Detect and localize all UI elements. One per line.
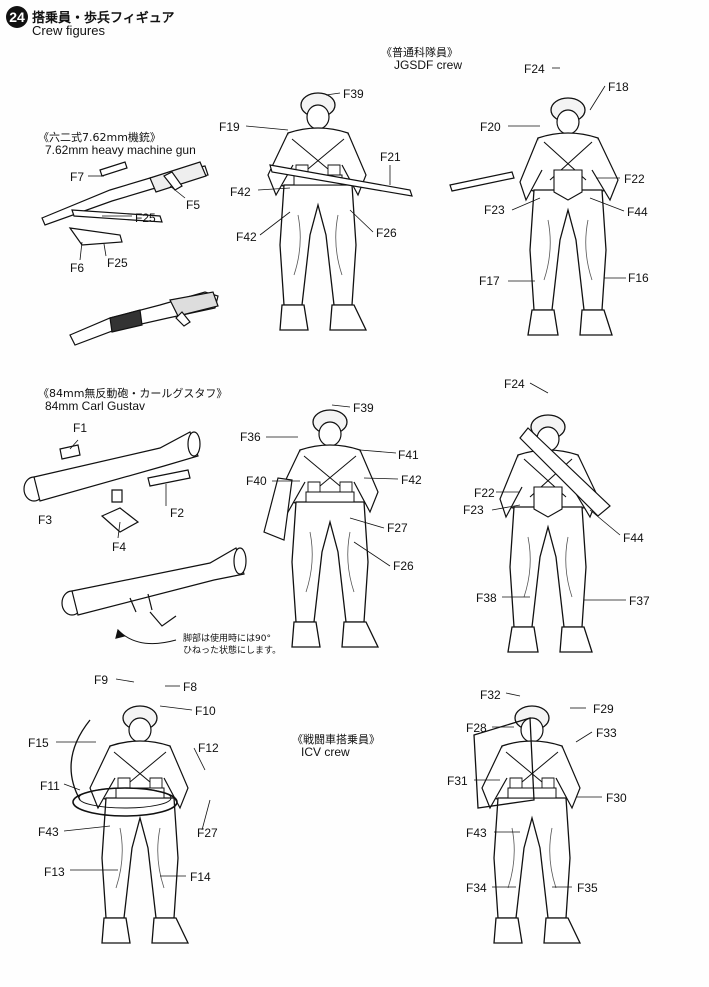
part-label: F37 [629, 594, 650, 608]
part-label: F42 [236, 230, 257, 244]
part-label: F24 [504, 377, 525, 391]
part-label: F6 [70, 261, 85, 275]
machine-gun-assembled-drawing [69, 291, 219, 346]
part-label: F11 [40, 779, 60, 793]
section-title-icv-jp: 《戦闘車搭乗員》 [292, 733, 380, 746]
leader-lines [56, 67, 626, 888]
hatch-back-drawing [473, 717, 535, 809]
rifle-1-drawing [269, 164, 413, 197]
part-label: F20 [480, 120, 501, 134]
part-label: F9 [94, 673, 109, 687]
part-label: F42 [230, 185, 251, 199]
part-label: F24 [524, 62, 545, 76]
part-label: F10 [195, 704, 216, 718]
part-label: F34 [466, 881, 487, 895]
part-label: F19 [219, 120, 240, 134]
part-label: F26 [376, 226, 397, 240]
part-label: F29 [593, 702, 614, 716]
part-label: F7 [70, 170, 85, 184]
rifle-2-drawing [449, 171, 515, 192]
part-label: F30 [606, 791, 627, 805]
part-label: F27 [197, 826, 218, 840]
part-label: F25 [107, 256, 128, 270]
part-label: F44 [623, 531, 644, 545]
step-title-jp: 搭乗員・歩兵フィギュア [32, 11, 175, 26]
tripod-note: 脚部は使用時には90° ひねった状態にします。 [183, 633, 281, 657]
part-label: F14 [190, 870, 211, 884]
part-label: F33 [596, 726, 617, 740]
part-label: F8 [183, 680, 198, 694]
section-title-carl-jp: 《84mm無反動砲・カールグスタフ》 [38, 387, 228, 400]
part-label: F1 [73, 421, 88, 435]
part-label: F16 [628, 271, 649, 285]
part-label: F42 [401, 473, 422, 487]
step-number-badge: 24 [6, 6, 28, 28]
part-label: F39 [343, 87, 364, 101]
carl-gustav-assembled-drawing [61, 547, 247, 645]
part-label: F35 [577, 881, 598, 895]
tube-carry-drawing [263, 477, 293, 541]
part-label: F12 [198, 741, 219, 755]
tube-back-drawing [519, 427, 611, 517]
section-title-mg-en: 7.62mm heavy machine gun [45, 143, 196, 157]
part-label: F13 [44, 865, 65, 879]
part-label: F43 [466, 826, 487, 840]
part-label: F43 [38, 825, 59, 839]
part-label: F27 [387, 521, 408, 535]
part-label: F22 [474, 486, 495, 500]
part-label: F36 [240, 430, 261, 444]
tripod-note-line-1: 脚部は使用時には90° [183, 634, 271, 644]
hatch-cover-drawing [70, 719, 91, 801]
part-label: F40 [246, 474, 267, 488]
step-title-en: Crew figures [32, 23, 105, 38]
part-label: F28 [466, 721, 487, 735]
part-label: F2 [170, 506, 185, 520]
part-label: F25 [135, 211, 156, 225]
part-label: F18 [608, 80, 629, 94]
section-title-icv-en: ICV crew [301, 745, 350, 759]
part-label: F44 [627, 205, 648, 219]
part-label: F23 [463, 503, 484, 517]
part-label: F4 [112, 540, 127, 554]
section-title-jgsdf-en: JGSDF crew [394, 58, 463, 72]
part-label: F21 [380, 150, 401, 164]
part-label: F17 [479, 274, 500, 288]
part-label: F15 [28, 736, 49, 750]
machine-gun-parts-drawing [41, 161, 209, 246]
section-title-jgsdf-jp: 《普通科隊員》 [381, 46, 458, 59]
part-label: F26 [393, 559, 414, 573]
part-label: F39 [353, 401, 374, 415]
part-label: F41 [398, 448, 419, 462]
part-label: F31 [447, 774, 468, 788]
part-label: F32 [480, 688, 501, 702]
section-title-carl-en: 84mm Carl Gustav [45, 399, 146, 413]
part-label: F23 [484, 203, 505, 217]
part-label: F3 [38, 513, 53, 527]
part-label: F38 [476, 591, 497, 605]
tripod-note-line-2: ひねった状態にします。 [183, 646, 282, 656]
section-title-mg-jp: 《六二式7.62mm機銃》 [38, 131, 161, 144]
part-label: F5 [186, 198, 201, 212]
part-label: F22 [624, 172, 645, 186]
